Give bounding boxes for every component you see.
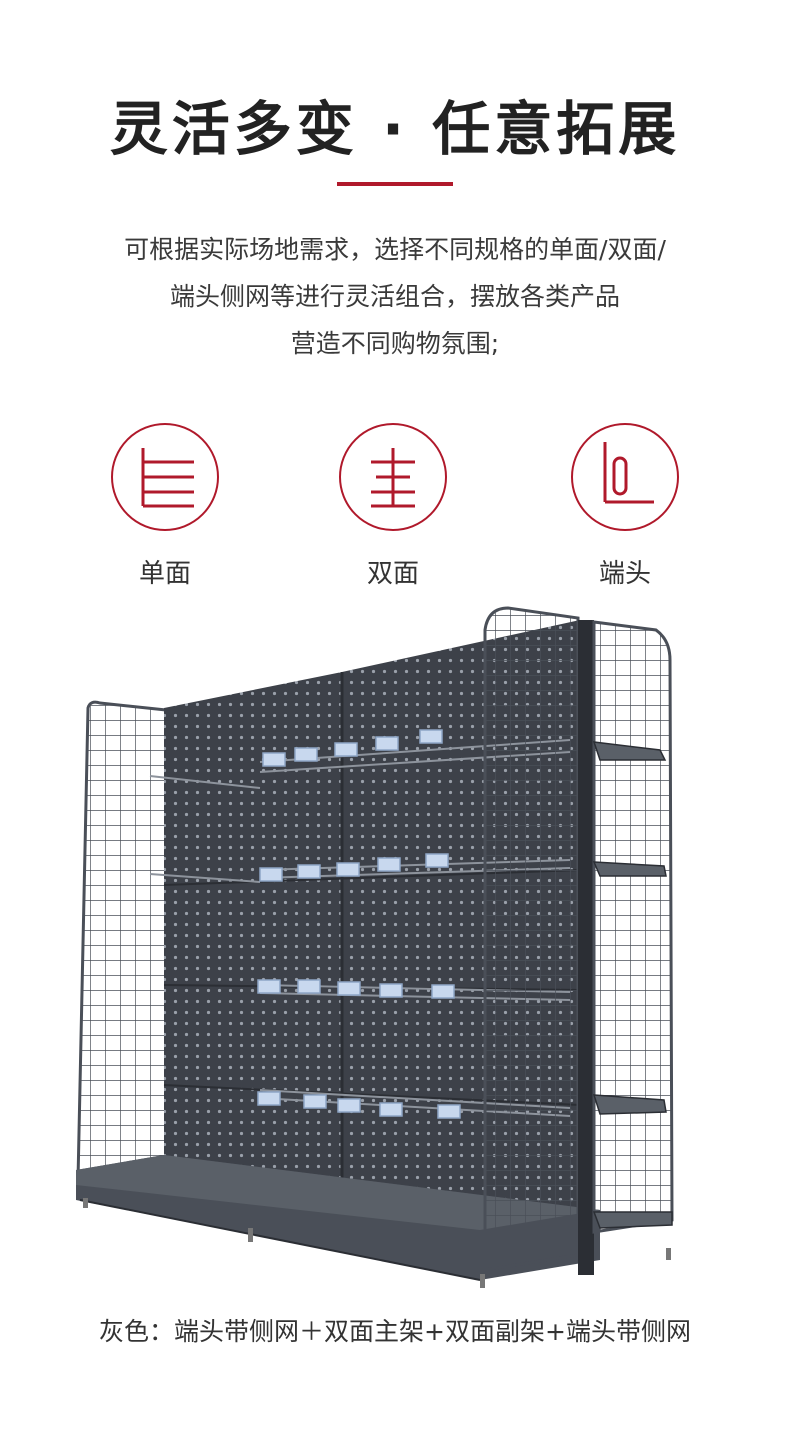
product-caption: 灰色：端头带侧网＋双面主架+双面副架+端头带侧网	[99, 1317, 691, 1346]
page-title: 灵活多变 · 任意拓展	[109, 95, 681, 163]
double-sided-shelf-icon	[339, 423, 447, 531]
description-line-3: 营造不同购物氛围;	[290, 329, 500, 358]
title-accent-divider	[337, 182, 453, 186]
type-label-double: 双面	[366, 559, 419, 589]
description: 可根据实际场地需求，选择不同规格的单面/双面/ 端头侧网等进行灵活组合，摆放各类…	[0, 226, 790, 367]
type-double-sided: 双面	[338, 422, 448, 590]
supermarket-pegboard-shelf-photo	[76, 606, 674, 1288]
type-end-cap: 端头	[570, 422, 680, 590]
type-label-endcap: 端头	[598, 559, 651, 589]
end-cap-shelf-icon	[571, 423, 679, 531]
type-label-single: 单面	[138, 559, 191, 589]
description-line-2: 端头侧网等进行灵活组合，摆放各类产品	[169, 282, 620, 311]
single-sided-shelf-icon	[111, 423, 219, 531]
description-line-1: 可根据实际场地需求，选择不同规格的单面/双面/	[124, 235, 666, 264]
type-single-sided: 单面	[110, 422, 220, 590]
